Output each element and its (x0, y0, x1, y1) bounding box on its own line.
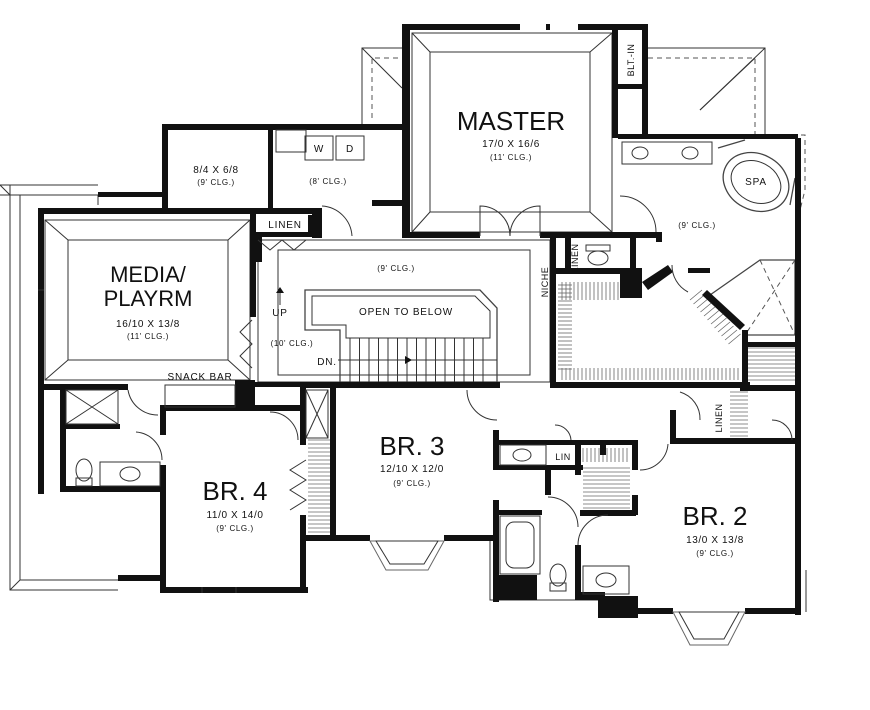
br4-name: BR. 4 (202, 476, 267, 506)
laundry-ceiling: (8' CLG.) (309, 177, 347, 186)
shelf-line (710, 313, 724, 325)
stair-arrows (276, 287, 412, 364)
open-to-below-label: OPEN TO BELOW (359, 307, 453, 318)
hall-ceiling: (9' CLG.) (377, 264, 415, 273)
br4-size: 11/0 X 14/0 (206, 510, 263, 521)
shelf-line (714, 317, 727, 329)
spa-tub (717, 139, 796, 213)
master-bath-ceiling: (9' CLG.) (678, 221, 716, 230)
closet-shelving (308, 282, 795, 533)
up-label: UP (272, 308, 288, 319)
br3-name: BR. 3 (379, 431, 444, 461)
dn-label: DN. (317, 357, 337, 368)
spa-label: SPA (745, 177, 767, 188)
br3-size: 12/10 X 12/0 (380, 464, 444, 475)
roof-outline-lines (0, 47, 807, 612)
shelf-line (728, 333, 741, 345)
niche-label: NICHE (540, 267, 550, 298)
br2-size: 13/0 X 13/8 (686, 535, 744, 546)
linen-top-label: LINEN (268, 220, 301, 231)
door-swings (127, 195, 793, 546)
lin-label: LIN (555, 452, 571, 462)
walls (38, 24, 801, 618)
shelf-line (703, 305, 717, 317)
media-size: 16/10 X 13/8 (116, 319, 180, 330)
fixtures (65, 129, 713, 595)
linen-bath-label: LINEN (570, 243, 580, 272)
blt-in-label: BLT.-IN (626, 44, 636, 77)
stair-open-to-below (304, 289, 498, 383)
linen-right-label: LINEN (714, 403, 724, 432)
shelf-line (717, 321, 731, 333)
media-name-line1: MEDIA/ (110, 262, 187, 287)
stair-ceiling: (10' CLG.) (271, 339, 314, 348)
shelf-line (707, 309, 720, 321)
master-shower (709, 259, 796, 336)
master-size: 17/0 X 16/6 (482, 139, 540, 150)
office-ceiling: (9' CLG.) (197, 178, 235, 187)
shelf-line (696, 297, 710, 309)
media-ceiling: (11' CLG.) (127, 332, 169, 341)
dryer-label: D (346, 144, 354, 155)
shelf-line (721, 325, 734, 337)
br2-name: BR. 2 (682, 501, 747, 531)
br4-ceiling: (9' CLG.) (216, 524, 254, 533)
br2-ceiling: (9' CLG.) (696, 549, 734, 558)
br3-ceiling: (9' CLG.) (393, 479, 431, 488)
snack-bar-label: SNACK BAR (168, 372, 233, 383)
master-ceiling: (11' CLG.) (490, 153, 532, 162)
shelf-line (689, 289, 703, 301)
bay-windows (38, 289, 746, 646)
shelf-line (724, 329, 738, 341)
office-size: 8/4 X 6/8 (193, 165, 238, 176)
master-name: MASTER (457, 106, 565, 136)
media-name-line2: PLAYRM (104, 286, 193, 311)
washer-label: W (314, 144, 324, 155)
room-labels: MASTER 17/0 X 16/6 (11' CLG.) MEDIA/ PLA… (104, 44, 767, 558)
shelf-line (700, 301, 713, 313)
